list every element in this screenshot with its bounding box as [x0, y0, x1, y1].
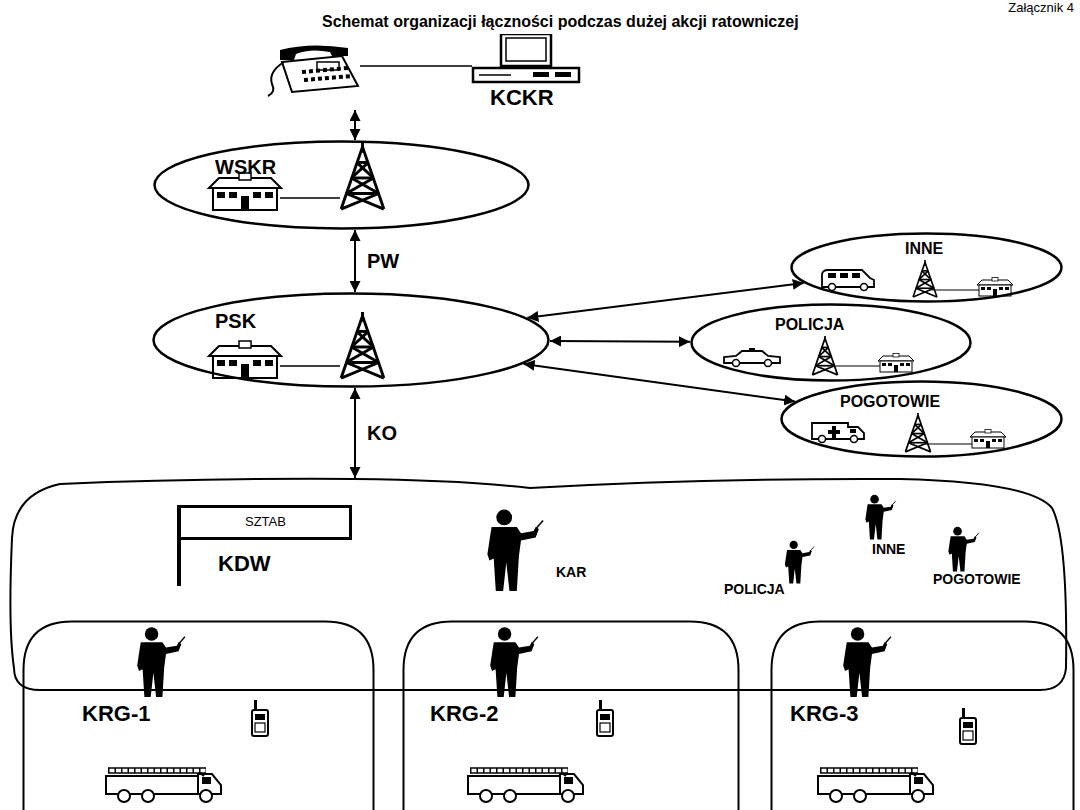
link-arrow [354, 388, 356, 478]
ambulance-icon [812, 423, 864, 443]
antenna-tower-icon [341, 312, 384, 378]
link-label: KO [367, 422, 397, 444]
person-figure [785, 541, 814, 584]
cable-line [832, 365, 880, 366]
cable-line [932, 289, 980, 290]
link-arrow [354, 110, 356, 140]
link-label: PW [367, 250, 399, 272]
building-icon [209, 341, 281, 378]
computer-icon [473, 34, 579, 82]
antenna-tower-icon [812, 336, 837, 375]
node-text: POLICJA [724, 582, 785, 597]
station-ellipse: PSK [152, 292, 550, 388]
antenna-tower-icon [341, 143, 384, 209]
building-icon [977, 278, 1013, 297]
node-text: WSKR [215, 156, 276, 178]
station-ellipse-outline [153, 140, 530, 230]
cable-line [280, 197, 340, 199]
node-text: KCKR [490, 86, 554, 110]
station-ellipse: WSKR [153, 140, 530, 230]
service-ellipse: POGOTOWIE [780, 380, 1063, 458]
building-icon [209, 173, 281, 210]
node-text: KRG-3 [790, 702, 858, 726]
cable-line [280, 365, 340, 367]
person-figure [843, 627, 891, 697]
radio-icon [597, 700, 613, 736]
radio-icon [960, 708, 976, 744]
node-text: KRG-2 [430, 702, 498, 726]
antenna-tower-icon [913, 260, 937, 297]
antenna-tower-icon [905, 413, 930, 452]
cable-line [360, 65, 472, 67]
link-arrow [354, 230, 356, 292]
diagram-title: Schemat organizacji łączności podczas du… [322, 13, 799, 31]
building-icon [970, 430, 1006, 449]
staff-sign: SZTABKDW [178, 505, 352, 540]
fire-truck-icon [468, 768, 583, 802]
node-text: POGOTOWIE [840, 393, 940, 411]
group-area: KRG-3 [770, 620, 1075, 810]
node-text: INNE [905, 240, 943, 258]
node-text: POGOTOWIE [933, 572, 1021, 587]
incident-area: KARPOLICJAINNEPOGOTOWIESZTABKDWKRG-1KRG-… [0, 478, 1080, 810]
node-text: POLICJA [775, 316, 844, 334]
service-ellipse: POLICJA [690, 303, 972, 382]
group-area: KRG-2 [402, 620, 740, 810]
cable-line [925, 443, 972, 444]
person-figure [137, 627, 185, 697]
link-arrow [524, 364, 796, 402]
dispatch-center: KCKR [250, 34, 600, 110]
building-icon [878, 354, 914, 373]
person-figure [865, 495, 895, 540]
node-text: SZTAB [245, 515, 286, 529]
person-figure [948, 527, 978, 572]
node-text: INNE [872, 542, 905, 557]
annex-label: Załącznik 4 [1008, 1, 1074, 15]
police-car-icon [724, 348, 780, 367]
link-arrow [550, 340, 690, 343]
service-ellipse-outline [690, 303, 972, 382]
person-figure [490, 627, 538, 697]
fire-truck-icon [106, 768, 221, 802]
link-arrow [527, 283, 803, 318]
telephone-icon [268, 45, 358, 96]
station-ellipse-outline [152, 292, 550, 388]
incident-area-outline [0, 478, 1080, 810]
service-ellipse-outline [780, 380, 1063, 458]
fire-truck-icon [818, 768, 933, 802]
node-text: KDW [218, 552, 271, 576]
node-text: PSK [215, 310, 256, 332]
group-area-outline [22, 620, 375, 810]
service-ellipse: INNE [790, 232, 1063, 303]
van-icon [822, 270, 874, 291]
node-text: KRG-1 [82, 702, 150, 726]
node-text: KAR [556, 565, 586, 580]
radio-icon [252, 700, 268, 736]
group-area: KRG-1 [22, 620, 375, 810]
commander-figure [487, 510, 543, 591]
